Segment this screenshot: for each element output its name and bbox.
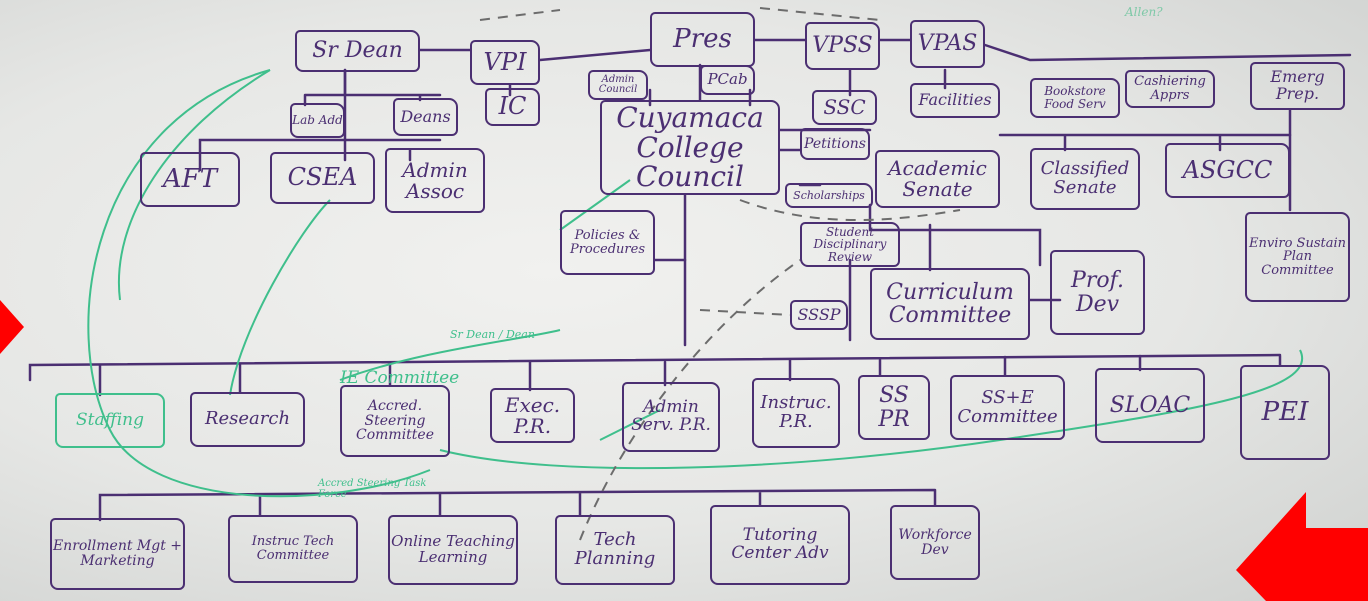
node-college-council: Cuyamaca College Council: [600, 100, 780, 195]
node-academic-senate: Academic Senate: [875, 150, 1000, 208]
left-pointing-arrow-icon: [1236, 492, 1368, 601]
node-instruc-pr: Instruc. P.R.: [752, 378, 840, 448]
node-accred-steering: Accred. Steering Committee: [340, 385, 450, 457]
node-exec-pr: Exec. P.R.: [490, 388, 575, 443]
node-tutoring: Tutoring Center Adv: [710, 505, 850, 585]
left-arrow-icon: [0, 300, 24, 354]
node-policies: Policies & Procedures: [560, 210, 655, 275]
node-staffing: Staffing: [55, 393, 165, 448]
node-ssc: SSC: [812, 90, 877, 125]
node-deans: Deans: [393, 98, 458, 136]
node-scholarships: Scholarships: [785, 183, 873, 208]
node-vpas: VPAS: [910, 20, 985, 68]
node-sssp: SSSP: [790, 300, 848, 330]
node-enrollment: Enrollment Mgt + Marketing: [50, 518, 185, 590]
node-asgcc: ASGCC: [1165, 143, 1290, 198]
node-classified-senate: Classified Senate: [1030, 148, 1140, 210]
node-tech-planning: Tech Planning: [555, 515, 675, 585]
note-accred-task-force: Accred Steering Task Force: [318, 478, 427, 500]
node-admin-serv-pr: Admin Serv. P.R.: [622, 382, 720, 452]
node-online-teaching: Online Teaching Learning: [388, 515, 518, 585]
node-emerg-prep: Emerg Prep.: [1250, 62, 1345, 110]
node-prof-dev: Prof. Dev: [1050, 250, 1145, 335]
node-petitions: Petitions: [800, 128, 870, 160]
note-ie-committee: IE Committee: [340, 368, 460, 388]
node-sloac: SLOAC: [1095, 368, 1205, 443]
node-student-discipline: Student Disciplinary Review: [800, 222, 900, 267]
node-sr-dean: Sr Dean: [295, 30, 420, 72]
node-pei: PEI: [1240, 365, 1330, 460]
node-sse-committee: SS+E Committee: [950, 375, 1065, 440]
node-vpss: VPSS: [805, 22, 880, 70]
node-instruc-tech: Instruc Tech Committee: [228, 515, 358, 583]
node-curriculum: Curriculum Committee: [870, 268, 1030, 340]
node-enviro: Enviro Sustain Plan Committee: [1245, 212, 1350, 302]
node-vpi: VPI: [470, 40, 540, 85]
node-workforce: Workforce Dev: [890, 505, 980, 580]
node-lab-add: Lab Add: [290, 103, 345, 138]
node-ic: IC: [485, 88, 540, 126]
node-facilities: Facilities: [910, 83, 1000, 118]
node-ss-pr: SS PR: [858, 375, 930, 440]
node-admin-assoc: Admin Assoc: [385, 148, 485, 213]
node-bookstore: Bookstore Food Serv: [1030, 78, 1120, 118]
node-admin-council: Admin Council: [588, 70, 648, 100]
node-cashiering: Cashiering Apprs: [1125, 70, 1215, 108]
node-aft: AFT: [140, 152, 240, 207]
node-pres: Pres: [650, 12, 755, 67]
note-sr-dean: Sr Dean / Dean: [450, 328, 535, 341]
note-top: Allen?: [1125, 5, 1163, 19]
node-research: Research: [190, 392, 305, 447]
node-csea: CSEA: [270, 152, 375, 204]
node-pcab: PCab: [700, 65, 755, 95]
